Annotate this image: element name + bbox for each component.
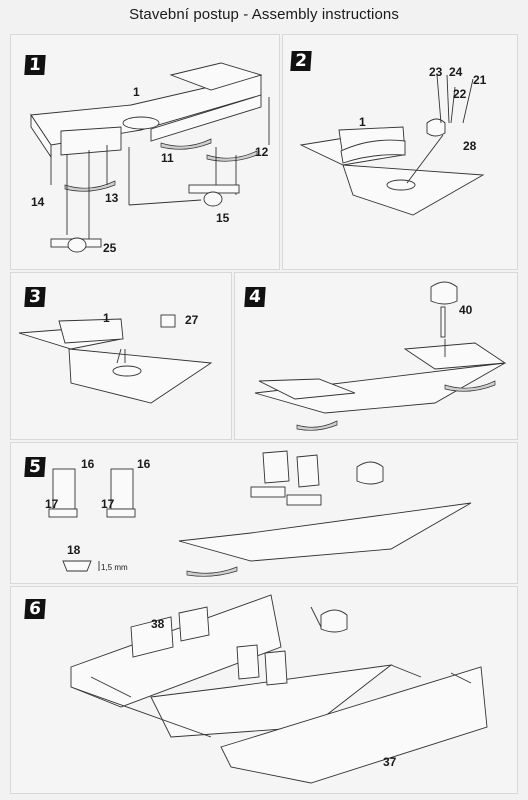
part-label-28: 28 [463,139,477,153]
part-label-15: 15 [216,211,230,225]
step-3-panel: 3 1 27 [10,272,232,440]
step-5-drawing [48,450,472,577]
part-label-38: 38 [151,617,165,631]
part-label-16: 16 [81,457,95,471]
part-label-18: 18 [67,543,81,557]
part-label-25: 25 [103,241,117,255]
part-label-37: 37 [383,755,397,769]
part-label-1: 1 [359,115,366,129]
page-title: Stavební postup - Assembly instructions [129,6,399,23]
part-label-27: 27 [185,313,199,327]
step-1-drawing [30,62,270,253]
part-label-21: 21 [473,73,487,87]
part-label-17-second: 17 [101,497,115,511]
step-5-panel: 5 16 16 17 17 18 1,5 mm [10,442,518,584]
step-4-drawing [254,281,507,431]
part-label-14: 14 [31,195,45,209]
part-label-1: 1 [103,311,110,325]
part-label-1: 1 [133,85,140,99]
step-1-panel: 1 1 11 12 13 14 15 25 [10,34,280,270]
part-label-17: 17 [45,497,59,511]
step-2-drawing [299,74,485,216]
part-label-12: 12 [255,145,269,159]
part-label-22: 22 [453,87,467,101]
dimension-label: 1,5 mm [101,563,128,572]
part-label-24: 24 [449,65,463,79]
part-label-11: 11 [161,151,174,165]
step-2-panel: 2 1 21 22 23 24 28 [282,34,518,270]
step-3-drawing [18,314,213,404]
step-6-drawing [70,594,488,784]
part-label-23: 23 [429,65,443,79]
part-label-16-second: 16 [137,457,151,471]
part-label-13: 13 [105,191,119,205]
part-label-40: 40 [459,303,473,317]
step-6-panel: 6 38 37 [10,586,518,794]
step-4-panel: 4 40 [234,272,518,440]
